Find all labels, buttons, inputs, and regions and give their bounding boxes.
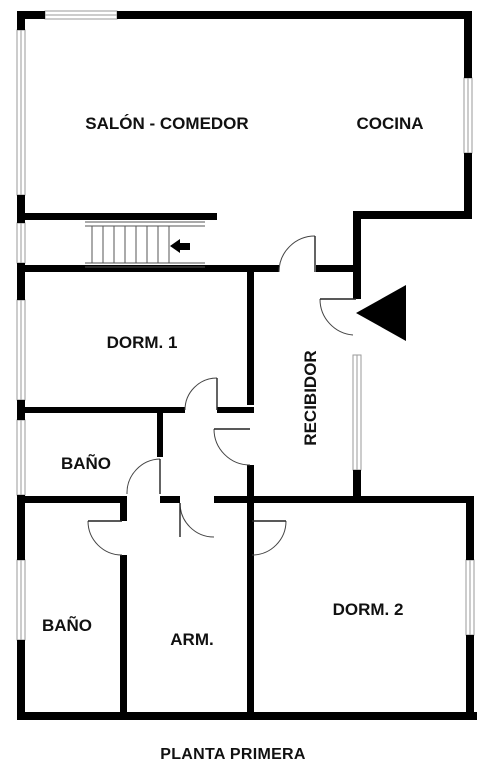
room-label-recibidor: RECIBIDOR: [301, 350, 320, 445]
entrance-arrow-icon: [356, 285, 406, 341]
room-label-cocina: COCINA: [356, 114, 423, 133]
room-label-bano2: BAÑO: [42, 615, 92, 635]
room-label-dorm1: DORM. 1: [107, 333, 178, 352]
room-labels: SALÓN - COMEDOR COCINA DORM. 1 RECIBIDOR…: [42, 114, 424, 649]
room-label-dorm2: DORM. 2: [333, 600, 404, 619]
walls: [17, 11, 477, 720]
stair-arrow-icon: [170, 239, 190, 253]
plan-caption: PLANTA PRIMERA: [160, 746, 306, 763]
room-label-salon: SALÓN - COMEDOR: [85, 114, 248, 133]
room-label-arm: ARM.: [170, 630, 213, 649]
room-label-bano1: BAÑO: [61, 453, 111, 473]
staircase: [85, 221, 205, 268]
doors: [87, 235, 356, 556]
